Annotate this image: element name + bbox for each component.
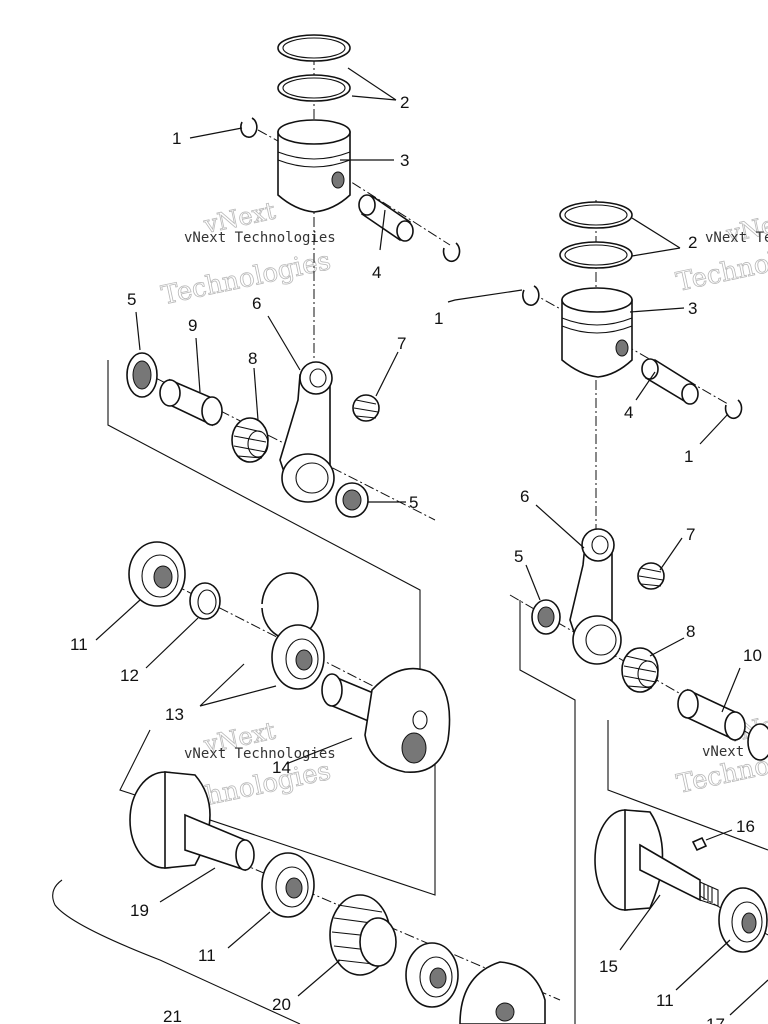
callout-11-lower-right: 11: [656, 991, 674, 1010]
bearing-11a: [128, 541, 186, 607]
callout-17: 17: [706, 1015, 725, 1024]
flywheel-19: [129, 771, 255, 872]
callout-6-left: 6: [252, 294, 261, 313]
wrist-pin-upper-left: [358, 194, 414, 242]
piston-upper-left: [277, 119, 351, 213]
watermark-top: vNext vNext Technologies Technologies: [158, 196, 336, 311]
bearing-11c: [405, 942, 459, 1008]
needle-bearing-8a: [231, 417, 269, 463]
circlip-right-a: [522, 285, 540, 306]
callout-21: 21: [163, 1007, 182, 1024]
crankshaft-half-15: [594, 809, 719, 911]
callout-20: 20: [272, 995, 291, 1014]
callout-9: 9: [188, 316, 197, 335]
needle-bearing-8b: [621, 647, 659, 693]
callout-5-right: 5: [514, 547, 523, 566]
callout-4-upper-left: 4: [372, 263, 381, 282]
piston-ring-upper-left: [277, 34, 351, 102]
wrist-pin-right: [641, 358, 699, 405]
watermark-caption-top: vNext Technologies: [184, 230, 336, 246]
callout-7-right: 7: [686, 525, 695, 544]
crank-web-lower: [459, 961, 546, 1024]
callout-1-middle: 1: [434, 309, 443, 328]
callout-2-upper-left: 2: [400, 93, 409, 112]
callout-14: 14: [272, 758, 291, 777]
leader-lines: [95, 67, 768, 1016]
callout-3-upper-left: 3: [400, 151, 409, 170]
bracket-21: [52, 879, 301, 1024]
piston-right: [561, 287, 633, 378]
callout-4-right: 4: [624, 403, 633, 422]
snap-ring-13a: [261, 572, 319, 640]
piston-ring-right: [559, 201, 633, 269]
callout-5-left-lower: 5: [409, 493, 418, 512]
thrust-washer-5a: [126, 352, 158, 398]
callout-labels: 1 2 3 4 1 5 9 8 6 7 5 2 3 4 1 6 7 5 8 10…: [70, 93, 762, 1024]
callout-11-middle: 11: [198, 946, 216, 965]
callout-15: 15: [599, 957, 618, 976]
bearing-11d: [718, 887, 768, 953]
callout-2-right: 2: [688, 233, 697, 252]
labyrinth-seal-20: [329, 894, 397, 976]
connecting-rod-6a: [279, 361, 335, 503]
callout-12: 12: [120, 666, 139, 685]
watermark-caption-middle: vNext Technologies: [184, 746, 336, 762]
thrust-washer-5c: [531, 599, 561, 635]
woodruff-key-16: [691, 836, 708, 852]
callout-11-upper: 11: [70, 635, 88, 654]
bearing-11b: [261, 852, 315, 918]
callout-6-right: 6: [520, 487, 529, 506]
callout-16: 16: [736, 817, 755, 836]
crank-pin-10: [677, 688, 746, 742]
callout-7-left: 7: [397, 334, 406, 353]
circlip-right-b: [724, 399, 743, 420]
callout-5-upper-left: 5: [127, 290, 136, 309]
watermark-caption-right: vNext Technologies: [705, 230, 768, 246]
callout-1-right: 1: [684, 447, 693, 466]
callout-10: 10: [743, 646, 762, 665]
callout-8-right: 8: [686, 622, 695, 641]
thrust-washer-5b: [335, 482, 369, 518]
circlip-upper-left: [240, 117, 258, 138]
callout-3-right: 3: [688, 299, 697, 318]
connecting-rod-6b: [569, 528, 622, 665]
callout-8-left: 8: [248, 349, 257, 368]
circlip-upper-middle: [442, 242, 461, 263]
needle-bearing-7a: [352, 394, 380, 422]
seal-12: [189, 582, 221, 620]
callout-19: 19: [130, 901, 149, 920]
bearing-13b: [271, 624, 325, 690]
right-edge-washer: [747, 723, 768, 761]
watermark-tech-top: Technologies: [159, 246, 334, 311]
needle-bearing-7b: [637, 562, 665, 590]
callout-13: 13: [165, 705, 184, 724]
crankshaft-half-14: [321, 667, 451, 773]
crank-pin-9: [159, 378, 223, 427]
callout-1-upper-left: 1: [172, 129, 181, 148]
